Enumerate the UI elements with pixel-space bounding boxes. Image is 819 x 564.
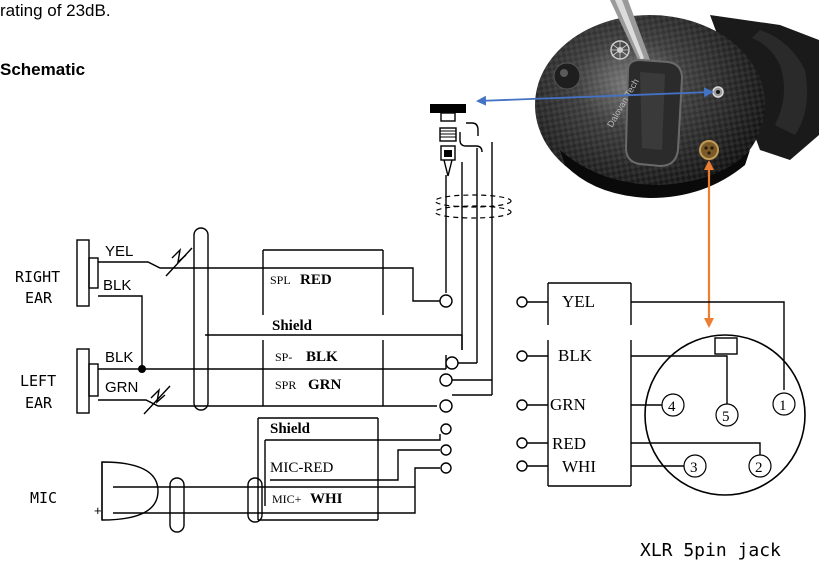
svg-text:4: 4 <box>668 399 676 415</box>
left-ear-label-2: EAR <box>25 394 53 412</box>
mic-plus-prefix-label: MIC+ <box>272 492 302 506</box>
mic-wiring-box <box>257 417 379 521</box>
jack-terminals <box>439 294 459 413</box>
wire-blk-mid-label: BLK <box>105 349 133 366</box>
headset-earcup-image: Dalovan Tech <box>535 0 819 198</box>
sp-minus-color-label: BLK <box>306 349 338 365</box>
left-ear-speaker-icon <box>76 348 99 414</box>
cable-sleeve-mic-1 <box>169 477 185 533</box>
spr-prefix-label: SPR <box>275 378 296 392</box>
intro-text: rating of 23dB. <box>0 1 111 20</box>
variable-resistor-icon-top <box>165 247 193 277</box>
xlr-wiring-box <box>547 282 632 487</box>
section-title: Schematic <box>0 60 85 79</box>
jack-cable <box>434 142 512 380</box>
xlr-pin-1: 1 <box>772 392 796 416</box>
xlr-grn-label: GRN <box>550 395 586 414</box>
svg-text:1: 1 <box>779 398 787 414</box>
wire-blk-top-label: BLK <box>103 277 131 294</box>
xlr-whi-label: WHI <box>562 457 596 476</box>
headset-xlr-socket <box>699 140 719 160</box>
mic-plus-color-label: WHI <box>310 491 343 507</box>
cable-sleeve-ear <box>193 227 209 411</box>
svg-text:3: 3 <box>690 460 698 476</box>
spr-color-label: GRN <box>308 377 342 393</box>
mic-label: MIC <box>30 489 57 507</box>
mic-red-label: MIC-RED <box>270 460 334 476</box>
xlr-pin-4: 4 <box>661 393 685 417</box>
spl-color-label: RED <box>300 272 332 288</box>
xlr-jack-icon <box>644 334 806 496</box>
cable-sleeve-mic-2 <box>247 477 263 523</box>
xlr-red-label: RED <box>552 434 586 453</box>
ear-wires <box>98 261 493 407</box>
wire-yel-label: YEL <box>105 243 133 260</box>
ear-wiring-box <box>262 249 384 406</box>
svg-text:5: 5 <box>722 409 730 425</box>
xlr-internal-wires <box>631 301 785 467</box>
sp-minus-prefix-label: SP- <box>275 350 292 364</box>
mic-icon <box>101 461 159 521</box>
right-ear-speaker-icon <box>76 239 99 307</box>
xlr-caption: XLR 5pin jack <box>640 540 781 561</box>
right-ear-label-1: RIGHT <box>15 268 60 286</box>
spl-prefix-label: SPL <box>270 273 291 287</box>
xlr-blk-label: BLK <box>558 346 593 365</box>
xlr-pin-3: 3 <box>683 454 707 478</box>
mic-plus-symbol: + <box>94 503 102 518</box>
blk-junction-dot <box>138 365 146 373</box>
blue-connection-arrow <box>476 87 714 106</box>
xlr-box-terminals <box>516 296 548 472</box>
svg-text:2: 2 <box>755 460 763 476</box>
right-ear-label-2: EAR <box>25 289 53 307</box>
mic-wires <box>113 434 441 514</box>
jack-plug-icon <box>430 104 483 177</box>
mic-terminals <box>440 423 452 474</box>
mic-shield-label: Shield <box>270 421 311 437</box>
xlr-yel-label: YEL <box>562 292 595 311</box>
variable-resistor-icon-bottom <box>143 385 171 415</box>
wire-grn-label: GRN <box>105 379 138 396</box>
shield-label: Shield <box>272 318 313 334</box>
left-ear-label-1: LEFT <box>20 372 56 390</box>
xlr-pin-2: 2 <box>748 454 772 478</box>
xlr-pin-5: 5 <box>715 403 739 427</box>
